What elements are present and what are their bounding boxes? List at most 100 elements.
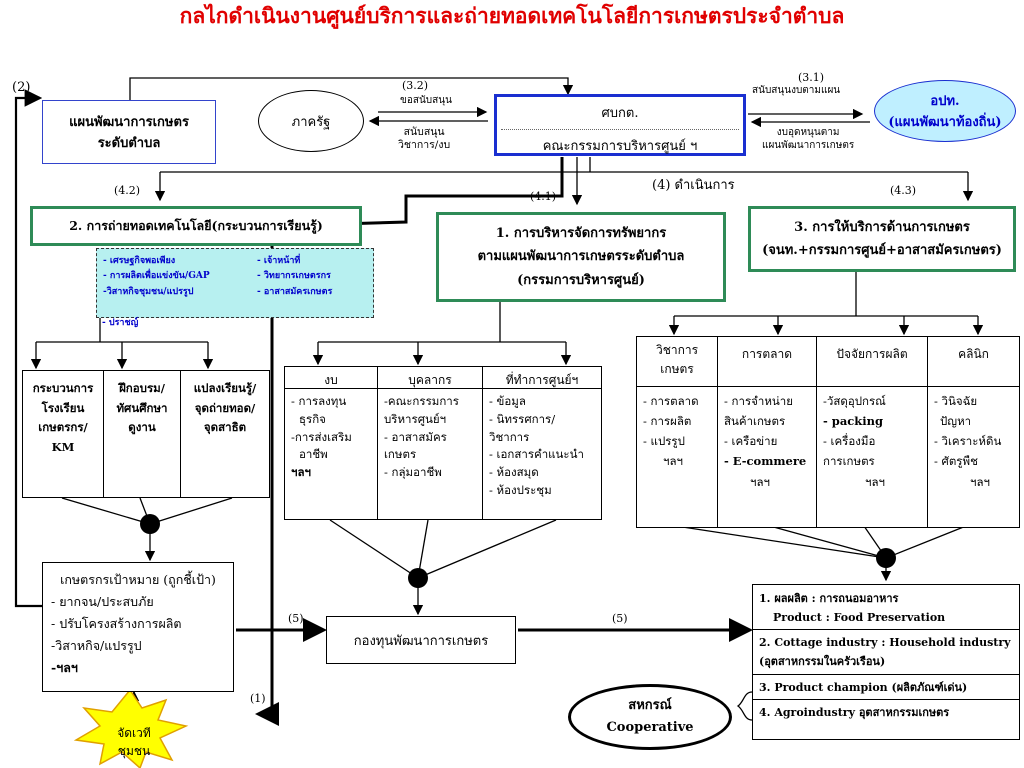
manage-line-2: ตามแผนพัฒนาการเกษตรระดับตำบล [477, 249, 685, 265]
service-col-head: การตลาด [718, 337, 816, 387]
learning-item: แปลงเรียนรู้/ [193, 381, 257, 395]
resource-col-body: -คณะกรรมการ บริหารศูนย์ฯ - อาสาสมัคร เกษ… [378, 389, 482, 486]
learning-col-school: กระบวนการ โรงเรียน เกษตรกร/ KM [23, 371, 104, 497]
resource-item: - การลงทุน [291, 394, 347, 408]
service-col-inputs: ปัจจัยการผลิต -วัสดุอุปกรณ์ - packing - … [817, 337, 928, 527]
service-item: - ศัตรูพืช [934, 454, 978, 469]
service-item: - packing [823, 414, 884, 429]
step-label-4-1: (4.1) [530, 190, 557, 203]
target-item: - ปรับโครงสร้างการผลิต [51, 615, 182, 631]
step-label-3-1: (3.1) [798, 71, 825, 84]
resource-item: ฯลฯ [291, 465, 311, 480]
merge-dot-right [876, 548, 896, 568]
support-label: สนับสนุน วิชาการ/งบ [398, 126, 450, 152]
service-item: - เครือข่าย [724, 434, 778, 449]
resource-management-box: 1. การบริหารจัดการทรัพยากร ตามแผนพัฒนากา… [436, 212, 726, 302]
learning-item: กระบวนการ [32, 381, 94, 395]
tech-note-sage: - ปราชญ์ [102, 318, 139, 328]
cooperative-title: สหกรณ์ [628, 697, 672, 713]
step-label-4-operate: (4) ดำเนินการ [652, 178, 735, 193]
service-item: สินค้าเกษตร [724, 414, 786, 429]
local-gov-title: อปท. [930, 94, 960, 109]
resource-col-head: บุคลากร [378, 367, 482, 389]
center-box-title: ศบกต. [601, 106, 639, 121]
product-item: 4. Agroindustry อุตสาหกรรมเกษตร [759, 706, 950, 720]
learning-item: ฝึกอบรม/ [119, 381, 165, 395]
agri-fund-label: กองทุนพัฒนาการเกษตร [353, 633, 489, 649]
manage-line-3: (กรรมการบริหารศูนย์) [517, 272, 645, 288]
resource-item: - ข้อมูล [489, 394, 526, 408]
service-item: -วัสดุอุปกรณ์ [823, 394, 886, 408]
learning-item: ดูงาน [128, 420, 156, 435]
target-item: - ยากจน/ประสบภัย [51, 593, 154, 609]
product-item: (อุตสาหกรรมในครัวเรือน) [759, 655, 886, 669]
plan-line-1: แผนพัฒนาการเกษตร [69, 115, 189, 130]
service-col-body: -วัสดุอุปกรณ์ - packing - เครื่องมือ การ… [817, 387, 927, 496]
resource-item: - นิทรรศการ/วิชาการ [489, 411, 556, 444]
burst-line-1: จัดเวที [117, 726, 151, 740]
service-col-head: คลินิก [928, 337, 1019, 387]
step-label-3-2: (3.2) [402, 79, 429, 92]
resource-col-budget: งบ - การลงทุน ธุรกิจ -การส่งเสริม อาชีพ … [285, 367, 378, 519]
community-forum-label: จัดเวที ชุมชน [104, 724, 164, 760]
manage-line-1: 1. การบริหารจัดการทรัพยากร [495, 225, 667, 241]
service-item: - E-commere [724, 454, 807, 469]
support-label-1: สนับสนุน [403, 126, 445, 138]
service-line-1: 3. การให้บริการด้านการเกษตร [794, 219, 970, 235]
tech-note: - เศรษฐกิจพอเพียง [103, 256, 176, 266]
service-item: ฯลฯ [750, 474, 770, 489]
step-label-2: (2) [12, 80, 31, 95]
product-row-1: 1. ผลผลิต : การถนอมอาหาร Product : Food … [753, 585, 1019, 631]
step-label-5-right: (5) [612, 612, 628, 625]
service-col-body: - การจำหน่าย สินค้าเกษตร - เครือข่าย - E… [718, 387, 816, 496]
tech-note: - อาสาสมัครเกษตร [257, 286, 333, 297]
resource-item: - ห้องสมุด [489, 465, 539, 480]
step-label-4-3: (4.3) [890, 184, 917, 197]
product-item: 1. ผลผลิต : การถนอมอาหาร [759, 592, 899, 605]
burst-line-2: ชุมชน [117, 744, 151, 758]
service-line-2: (จนท.+กรรมการศูนย์+อาสาสมัครเกษตร) [762, 243, 1002, 258]
service-col-head: วิชาการ เกษตร [637, 337, 717, 387]
service-item: - วิเคราะห์ดิน [934, 434, 1002, 449]
target-title: เกษตรกรเป้าหมาย (ถูกชี้เป้า) [60, 572, 216, 587]
products-box: 1. ผลผลิต : การถนอมอาหาร Product : Food … [752, 584, 1020, 740]
plan-line-2: ระดับตำบล [97, 136, 161, 151]
service-item: ฯลฯ [970, 474, 990, 489]
target-item: -ฯลฯ [51, 659, 78, 675]
learning-item: จุดถ่ายทอด/ [194, 400, 256, 415]
service-item: - การผลิต [643, 414, 692, 429]
tech-note: - การผลิตเพื่อแข่งขัน/GAP [103, 271, 210, 282]
service-head-line: วิชาการ [655, 343, 699, 357]
resource-item: -คณะกรรมการ [384, 394, 459, 408]
target-farmers-box: เกษตรกรเป้าหมาย (ถูกชี้เป้า) - ยากจน/ประ… [42, 562, 234, 692]
support-label-2: วิชาการ/งบ [398, 139, 451, 152]
merge-dot-left [140, 514, 160, 534]
request-support-label: ขอสนับสนุน [400, 95, 452, 106]
local-gov-subtitle: (แผนพัฒนาท้องถิ่น) [888, 115, 1002, 130]
service-item: ปัญหา [940, 414, 972, 429]
tambon-plan-box: แผนพัฒนาการเกษตร ระดับตำบล [42, 100, 216, 164]
learning-col-demo: แปลงเรียนรู้/ จุดถ่ายทอด/ จุดสาธิต [181, 371, 269, 497]
services-table: วิชาการ เกษตร - การตลาด - การผลิต - แปรร… [636, 336, 1020, 528]
product-item: 2. Cottage industry : Household industry [759, 636, 1011, 650]
state-sector-label: ภาครัฐ [291, 114, 331, 130]
subsidy-label-1: งบอุดหนุนตาม [776, 127, 840, 138]
learning-col-training: ฝึกอบรม/ ทัศนศึกษา ดูงาน [104, 371, 181, 497]
service-item: - วินิจฉัย [934, 394, 978, 408]
agri-fund-box: กองทุนพัฒนาการเกษตร [326, 616, 516, 664]
service-col-clinic: คลินิก - วินิจฉัย ปัญหา - วิเคราะห์ดิน -… [928, 337, 1019, 527]
center-box-subtitle: คณะกรรมการบริหารศูนย์ ฯ [542, 139, 698, 154]
step-label-5-left: (5) [288, 612, 304, 625]
product-row-2: 2. Cottage industry : Household industry… [753, 630, 1019, 675]
subsidy-label: งบอุดหนุนตาม แผนพัฒนาการเกษตร [762, 127, 854, 152]
service-item: - การจำหน่าย [724, 394, 793, 408]
learning-item: ทัศนศึกษา [116, 400, 168, 415]
learning-item: KM [51, 439, 75, 454]
step-label-4-2: (4.2) [114, 184, 141, 197]
merge-dot-middle [408, 568, 428, 588]
service-item: - เครื่องมือ [823, 434, 876, 449]
cooperative-ellipse: สหกรณ์ Cooperative [568, 684, 732, 750]
resource-item: -การส่งเสริม [291, 429, 352, 444]
service-col-head: ปัจจัยการผลิต [817, 337, 927, 387]
tech-transfer-box: 2. การถ่ายทอดเทคโนโลยี(กระบวนการเรียนรู้… [30, 206, 362, 246]
